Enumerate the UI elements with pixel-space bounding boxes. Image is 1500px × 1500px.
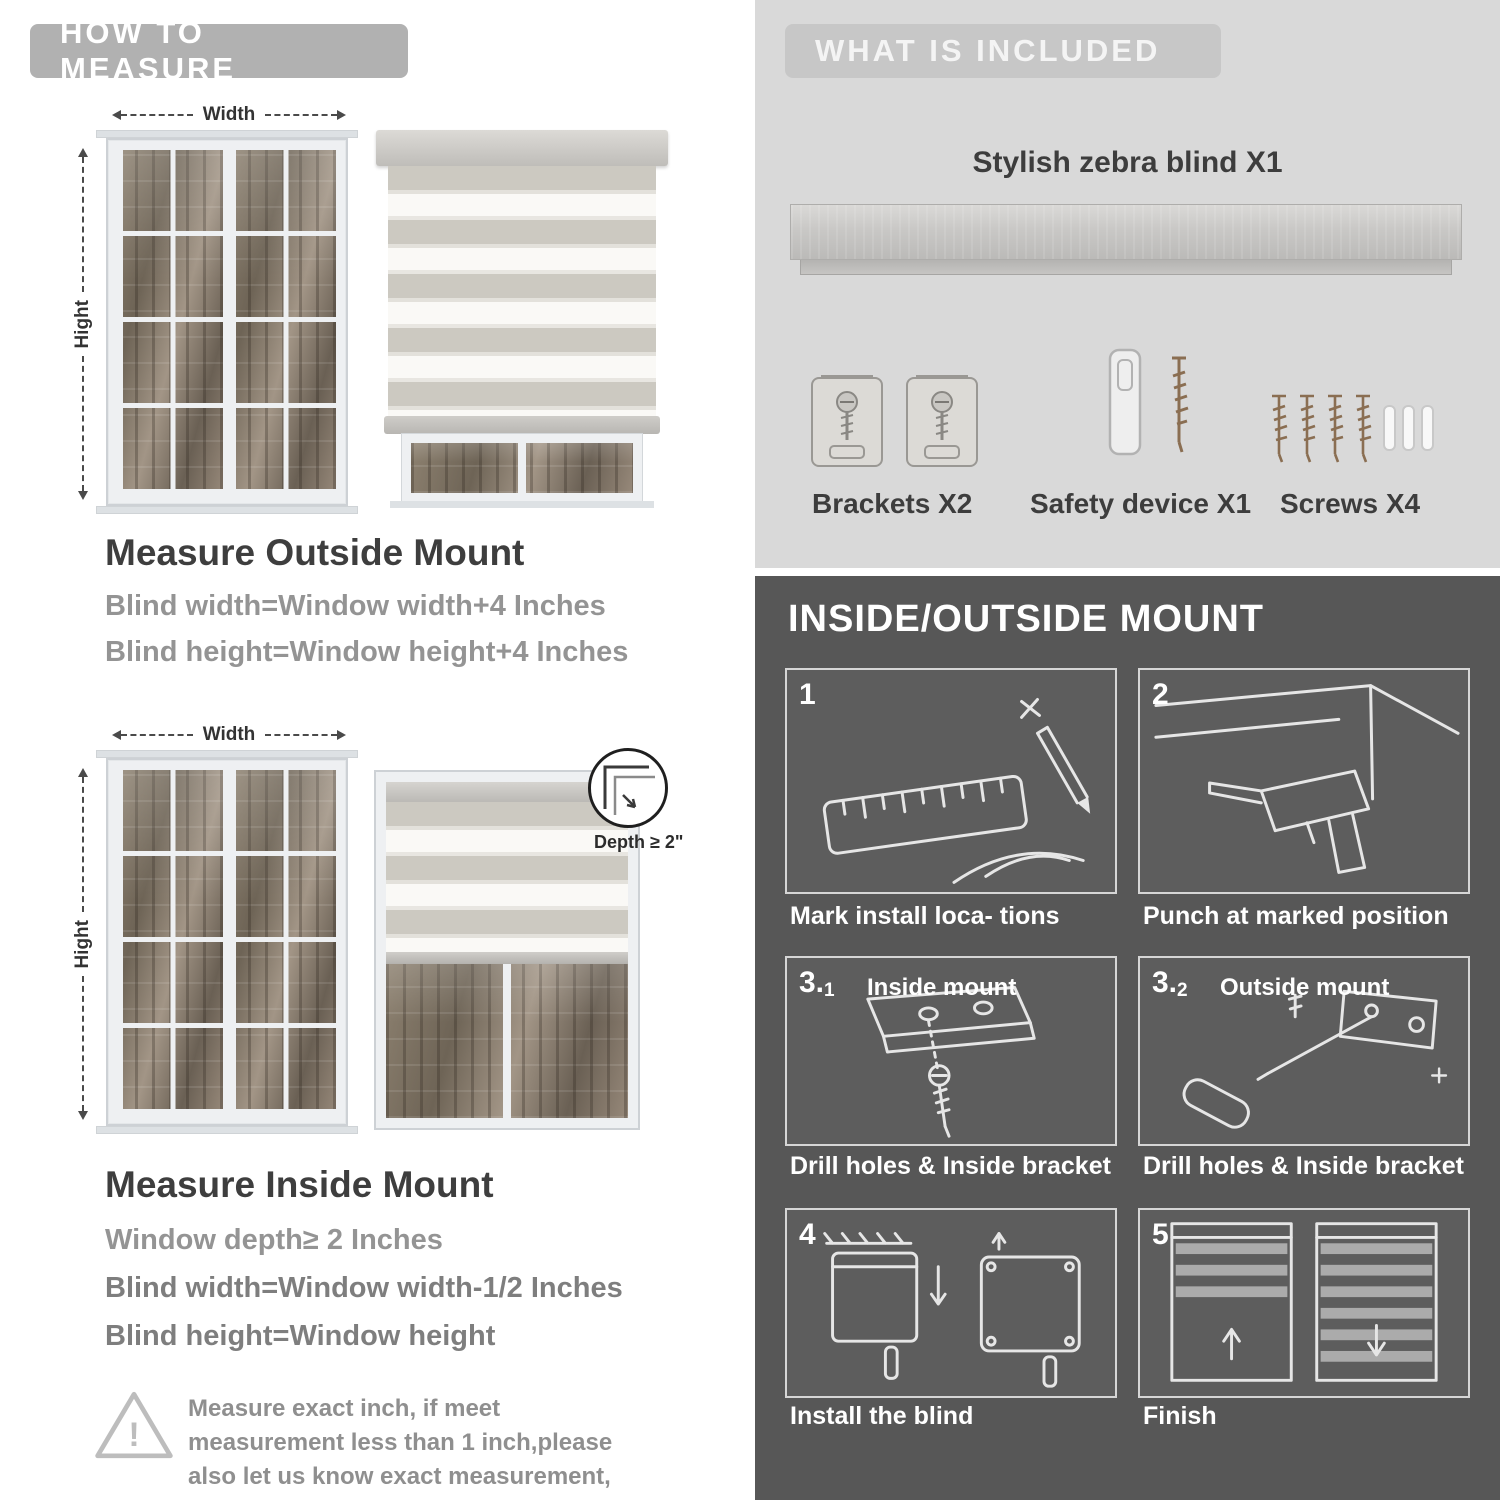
step-number: 5 bbox=[1152, 1218, 1169, 1251]
step-title: Inside mount bbox=[867, 974, 1017, 1001]
zebra-stripes bbox=[388, 166, 656, 416]
outside-bracket-art bbox=[1182, 989, 1448, 1129]
zebra-stripes bbox=[386, 802, 628, 952]
step-number: 4 bbox=[799, 1218, 816, 1251]
arrow-up-icon bbox=[78, 148, 88, 157]
window-below-blind bbox=[401, 433, 643, 503]
blind-headrail bbox=[376, 130, 668, 166]
window-glass bbox=[231, 150, 336, 494]
what-is-included-banner: WHAT IS INCLUDED bbox=[785, 24, 1221, 78]
headrail-lip bbox=[800, 260, 1452, 275]
safety-device-label: Safety device X1 bbox=[1030, 488, 1252, 519]
screws-label: Screws X4 bbox=[1280, 488, 1421, 519]
outside-rule-2: Blind height=Window height+4 Inches bbox=[105, 636, 629, 668]
arrow-down-icon bbox=[78, 1111, 88, 1121]
brackets-label: Brackets X2 bbox=[812, 488, 973, 519]
blind-bottom-rail bbox=[384, 416, 660, 434]
step-number: 2 bbox=[1152, 678, 1169, 711]
zebra-blind-headrail-illustration bbox=[790, 204, 1462, 275]
step-title: Outside mount bbox=[1220, 974, 1390, 1001]
height-dimension-inside: Hight bbox=[72, 768, 94, 1121]
step-caption-3-2: Drill holes & Inside bracket bbox=[1143, 1152, 1464, 1180]
mark-locations-art bbox=[822, 698, 1091, 884]
arrow-left-icon bbox=[112, 730, 121, 740]
step-number: 3. bbox=[1152, 966, 1178, 999]
mount-heading: INSIDE/OUTSIDE MOUNT bbox=[788, 598, 1265, 640]
window-sill bbox=[390, 501, 654, 508]
window-sill bbox=[96, 506, 358, 514]
height-dimension-outside: Hight bbox=[72, 148, 94, 501]
outside-rule-1: Blind width=Window width+4 Inches bbox=[105, 590, 606, 622]
height-label: Hight bbox=[72, 299, 93, 349]
step-box-5: 5 bbox=[1138, 1208, 1470, 1398]
blind-headrail bbox=[386, 782, 628, 802]
safety-device-icon bbox=[1108, 348, 1189, 456]
step-number: 3. bbox=[799, 966, 825, 999]
how-to-measure-banner: HOW TO MEASURE bbox=[30, 15, 408, 86]
warning-glyph: ! bbox=[128, 1416, 140, 1454]
inside-mount-heading: Measure Inside Mount bbox=[105, 1164, 494, 1205]
brackets-icon bbox=[811, 375, 978, 467]
inside-rule-2: Blind width=Window width-1/2 Inches bbox=[105, 1272, 623, 1304]
step-caption-2: Punch at marked position bbox=[1143, 902, 1449, 930]
step-box-4: 4 bbox=[785, 1208, 1117, 1398]
width-label: Width bbox=[202, 724, 256, 745]
screws-icon bbox=[1272, 394, 1434, 463]
window-sill bbox=[96, 1126, 358, 1134]
blind-illustration-inside bbox=[374, 770, 640, 1130]
arrow-right-icon bbox=[337, 730, 346, 740]
inside-rule-1: Window depth≥ 2 Inches bbox=[105, 1224, 443, 1256]
outside-mount-heading: Measure Outside Mount bbox=[105, 532, 525, 573]
product-label: Stylish zebra blind X1 bbox=[972, 146, 1283, 179]
step-caption-5: Finish bbox=[1143, 1402, 1217, 1430]
depth-callout-label: Depth ≥ 2" bbox=[594, 832, 684, 852]
step-box-3-2: 3.2 Outside mount bbox=[1138, 956, 1470, 1146]
warning-icon bbox=[95, 1391, 173, 1459]
width-label: Width bbox=[202, 104, 256, 125]
window-glass bbox=[118, 150, 223, 494]
measure-note: Measure exact inch, if meet measurement … bbox=[188, 1395, 613, 1500]
depth-callout-circle bbox=[588, 748, 668, 828]
window-lintel bbox=[96, 130, 358, 138]
arrow-down-icon bbox=[78, 491, 88, 501]
window-lintel bbox=[96, 750, 358, 758]
drill-art bbox=[1154, 684, 1460, 874]
blind-bottom-rail bbox=[386, 952, 628, 964]
window-illustration-inside bbox=[106, 758, 348, 1126]
step-box-3-1: 3.1 Inside mount bbox=[785, 956, 1117, 1146]
window-illustration-outside bbox=[106, 138, 348, 506]
window-glass bbox=[231, 770, 336, 1114]
step-caption-3-1: Drill holes & Inside bracket bbox=[790, 1152, 1111, 1180]
step-number: 1 bbox=[799, 678, 816, 711]
window-glass bbox=[118, 770, 223, 1114]
finish-art bbox=[1170, 1222, 1438, 1382]
arrow-up-icon bbox=[78, 768, 88, 777]
step-box-2: 2 bbox=[1138, 668, 1470, 894]
step-caption-4: Install the blind bbox=[790, 1402, 974, 1430]
height-label: Hight bbox=[72, 919, 93, 969]
what-is-included-section bbox=[755, 0, 1500, 568]
arrow-right-icon bbox=[337, 110, 346, 120]
blind-illustration-outside bbox=[376, 130, 668, 508]
arrow-left-icon bbox=[112, 110, 121, 120]
width-dimension-outside: Width bbox=[112, 104, 346, 126]
step-caption-1: Mark install loca- tions bbox=[790, 902, 1060, 930]
window-below-blind bbox=[386, 964, 628, 1118]
step-box-1: 1 bbox=[785, 668, 1117, 894]
corner-magnifier-icon bbox=[603, 765, 655, 815]
width-dimension-inside: Width bbox=[112, 724, 346, 746]
install-blind-art bbox=[823, 1232, 1081, 1388]
headrail-bar bbox=[790, 204, 1462, 260]
inside-rule-3: Blind height=Window height bbox=[105, 1320, 496, 1352]
inside-bracket-art bbox=[866, 985, 1036, 1138]
